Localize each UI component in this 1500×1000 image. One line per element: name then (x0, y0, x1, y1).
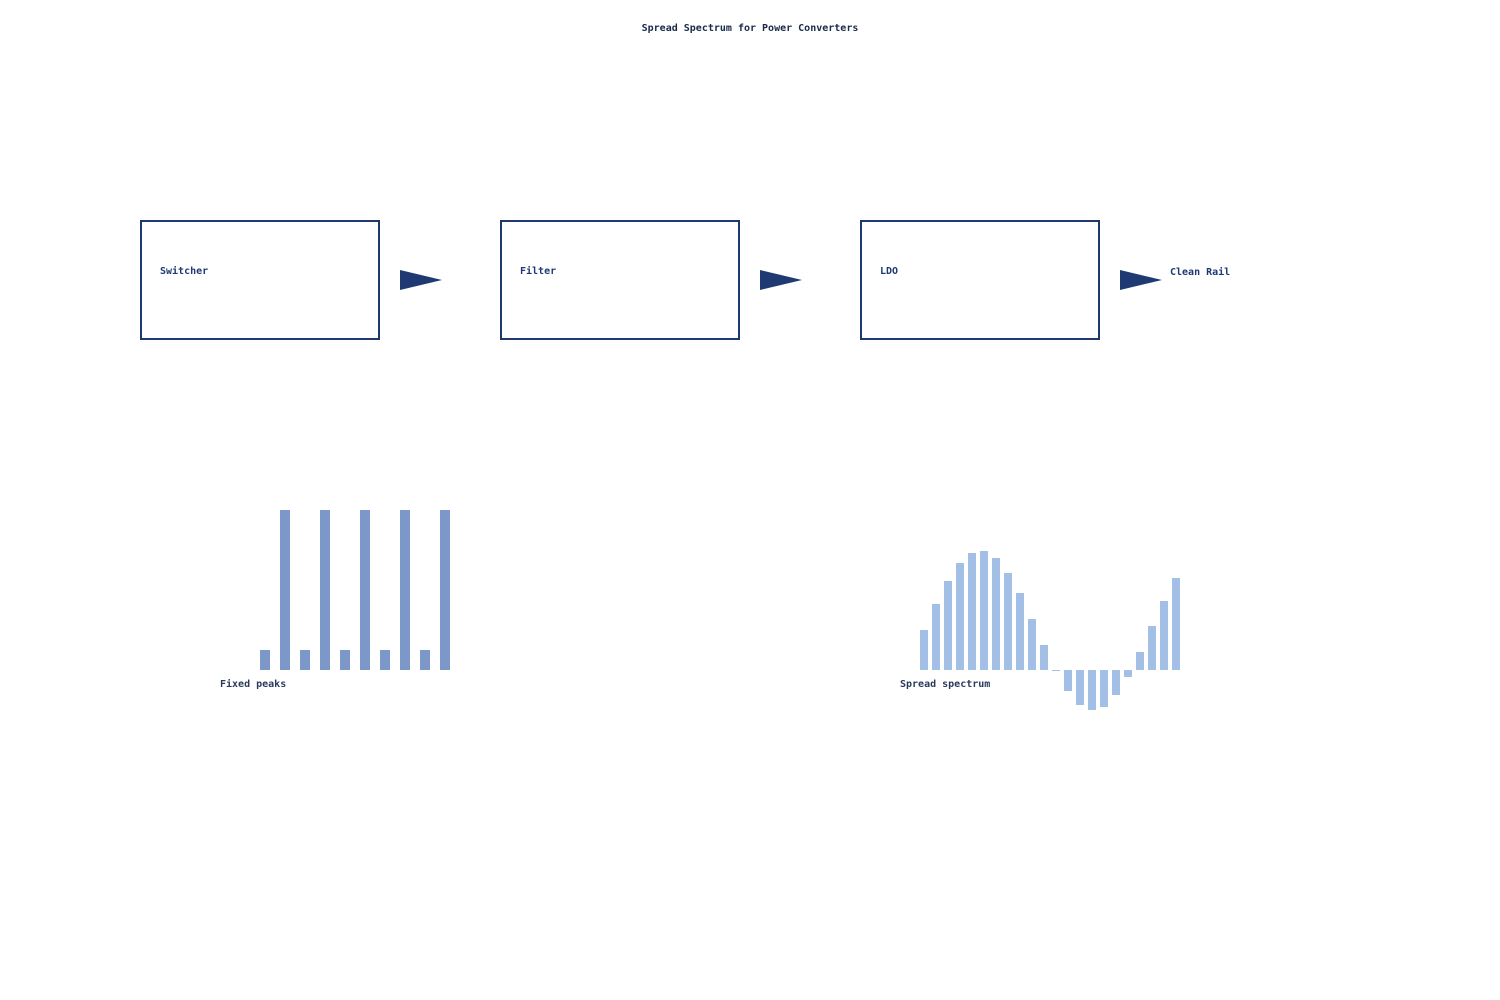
chart-bar (1028, 619, 1036, 670)
chart-bar (920, 630, 928, 670)
arrow-icon (400, 270, 442, 290)
arrow-icon (1120, 270, 1162, 290)
chart-bar (1064, 670, 1072, 691)
ldo-label: LDO (880, 266, 899, 277)
switcher-label: Switcher (160, 266, 209, 277)
chart-bar (1148, 626, 1156, 670)
chart-bar (1088, 670, 1096, 710)
chart-bar (992, 558, 1000, 670)
chart-bar (1004, 573, 1012, 670)
fixed-peaks-caption: Fixed peaks (220, 679, 287, 690)
chart-bar (1124, 670, 1132, 677)
chart-bar (944, 581, 952, 670)
chart-bar (380, 650, 390, 670)
chart-bar (1076, 670, 1084, 705)
chart-bar (1016, 593, 1024, 670)
chart-bar (320, 510, 330, 670)
spread-spectrum-caption: Spread spectrum (900, 679, 991, 690)
chart-bar (420, 650, 430, 670)
chart-bar (340, 650, 350, 670)
switcher-block: Switcher (140, 220, 380, 340)
filter-block: Filter (500, 220, 740, 340)
chart-bar (980, 551, 988, 670)
filter-label: Filter (520, 266, 557, 277)
chart-bar (1040, 645, 1048, 670)
chart-bar (280, 510, 290, 670)
chart-bar (956, 563, 964, 670)
chart-bar (968, 553, 976, 670)
chart-bar (1112, 670, 1120, 695)
chart-bar (1052, 670, 1060, 671)
diagram-title: Spread Spectrum for Power Converters (641, 23, 859, 34)
chart-bar (1100, 670, 1108, 707)
clean-rail-label: Clean Rail (1170, 267, 1231, 278)
chart-bar (440, 510, 450, 670)
chart-bar (400, 510, 410, 670)
arrow-icon (760, 270, 802, 290)
chart-bar (932, 604, 940, 670)
chart-bar (1160, 601, 1168, 670)
ldo-block: LDO (860, 220, 1100, 340)
chart-bar (360, 510, 370, 670)
chart-bar (1136, 652, 1144, 670)
chart-bar (260, 650, 270, 670)
chart-bar (1172, 578, 1180, 670)
chart-bar (300, 650, 310, 670)
